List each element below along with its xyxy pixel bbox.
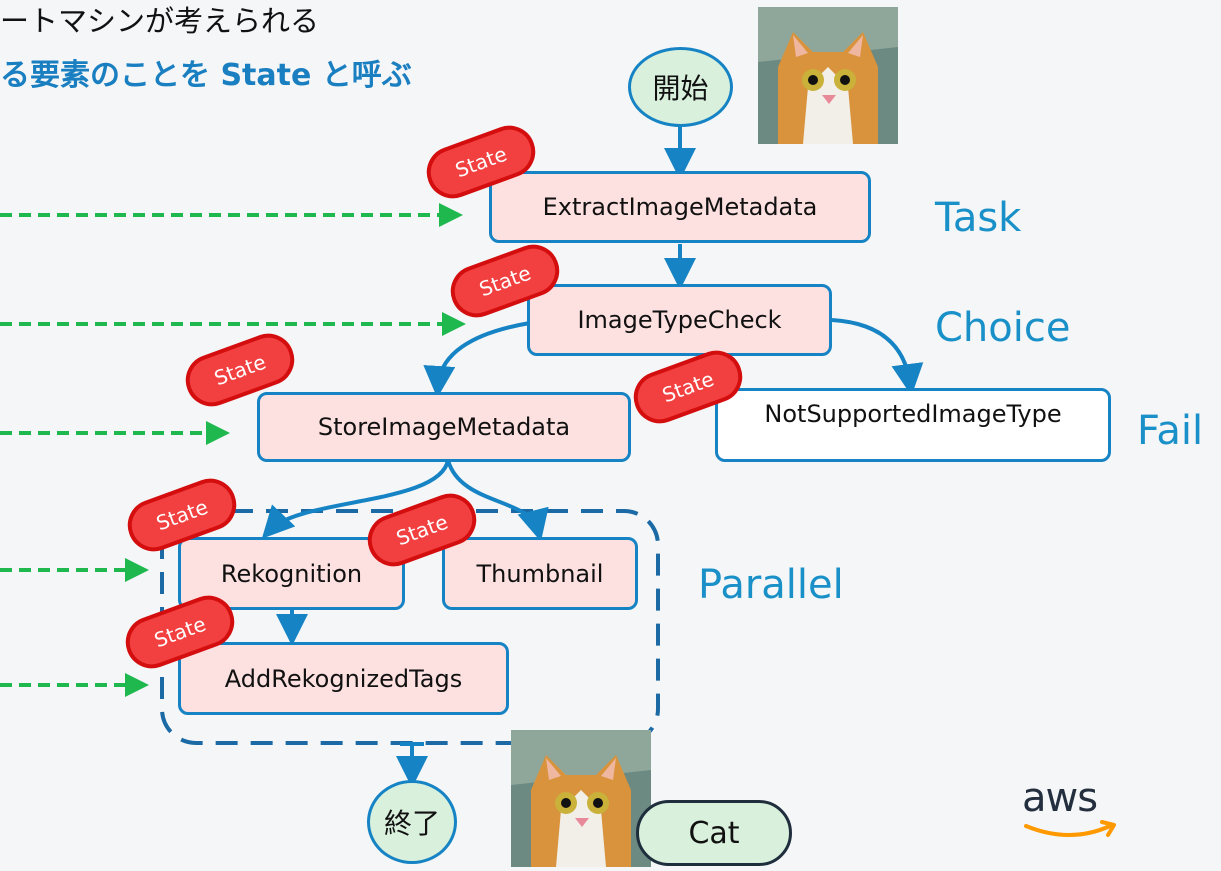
node-rekognition: Rekognition — [178, 537, 405, 610]
node-notsupported-label: NotSupportedImageType — [764, 400, 1062, 428]
end-node: 終了 — [367, 780, 457, 864]
node-image-type-check: ImageTypeCheck — [527, 284, 832, 356]
result-cat-pill: Cat — [636, 800, 792, 866]
arrow-store-to-thumbnail — [446, 459, 549, 542]
aws-logo: aws — [1022, 778, 1122, 848]
aws-smile-icon — [1024, 820, 1116, 837]
type-label-parallel: Parallel — [698, 562, 844, 608]
node-rekognition-label: Rekognition — [220, 559, 363, 588]
node-addtags-label: AddRekognizedTags — [224, 664, 463, 693]
node-not-supported-image-type: NotSupportedImageType — [715, 388, 1111, 462]
start-label: 開始 — [652, 72, 709, 105]
type-label-choice: Choice — [935, 305, 1071, 351]
node-typecheck-label: ImageTypeCheck — [577, 306, 782, 334]
result-cat-label: Cat — [688, 815, 740, 851]
arrow-typecheck-to-fail — [831, 318, 924, 396]
node-store-label: StoreImageMetadata — [317, 413, 571, 441]
node-store-image-metadata: StoreImageMetadata — [257, 392, 631, 462]
start-node: 開始 — [628, 47, 733, 127]
node-extract-image-metadata: ExtractImageMetadata — [489, 171, 871, 243]
end-label: 終了 — [383, 807, 440, 840]
aws-logo-text: aws — [1022, 775, 1098, 821]
node-extract-label: ExtractImageMetadata — [542, 193, 818, 221]
type-label-fail: Fail — [1137, 408, 1204, 454]
cat-photo-top — [758, 7, 898, 144]
node-thumbnail-label: Thumbnail — [476, 559, 604, 588]
heading-line-1: ートマシンが考えられる — [0, 4, 320, 38]
node-thumbnail: Thumbnail — [442, 537, 638, 610]
heading-line-2: る要素のことを State と呼ぶ — [0, 58, 412, 93]
node-add-rekognized-tags: AddRekognizedTags — [178, 642, 509, 715]
cat-photo-bottom — [511, 730, 651, 867]
arrow-store-to-rekognition — [261, 459, 450, 539]
arrow-typecheck-to-store — [423, 321, 531, 398]
type-label-task: Task — [935, 195, 1022, 241]
